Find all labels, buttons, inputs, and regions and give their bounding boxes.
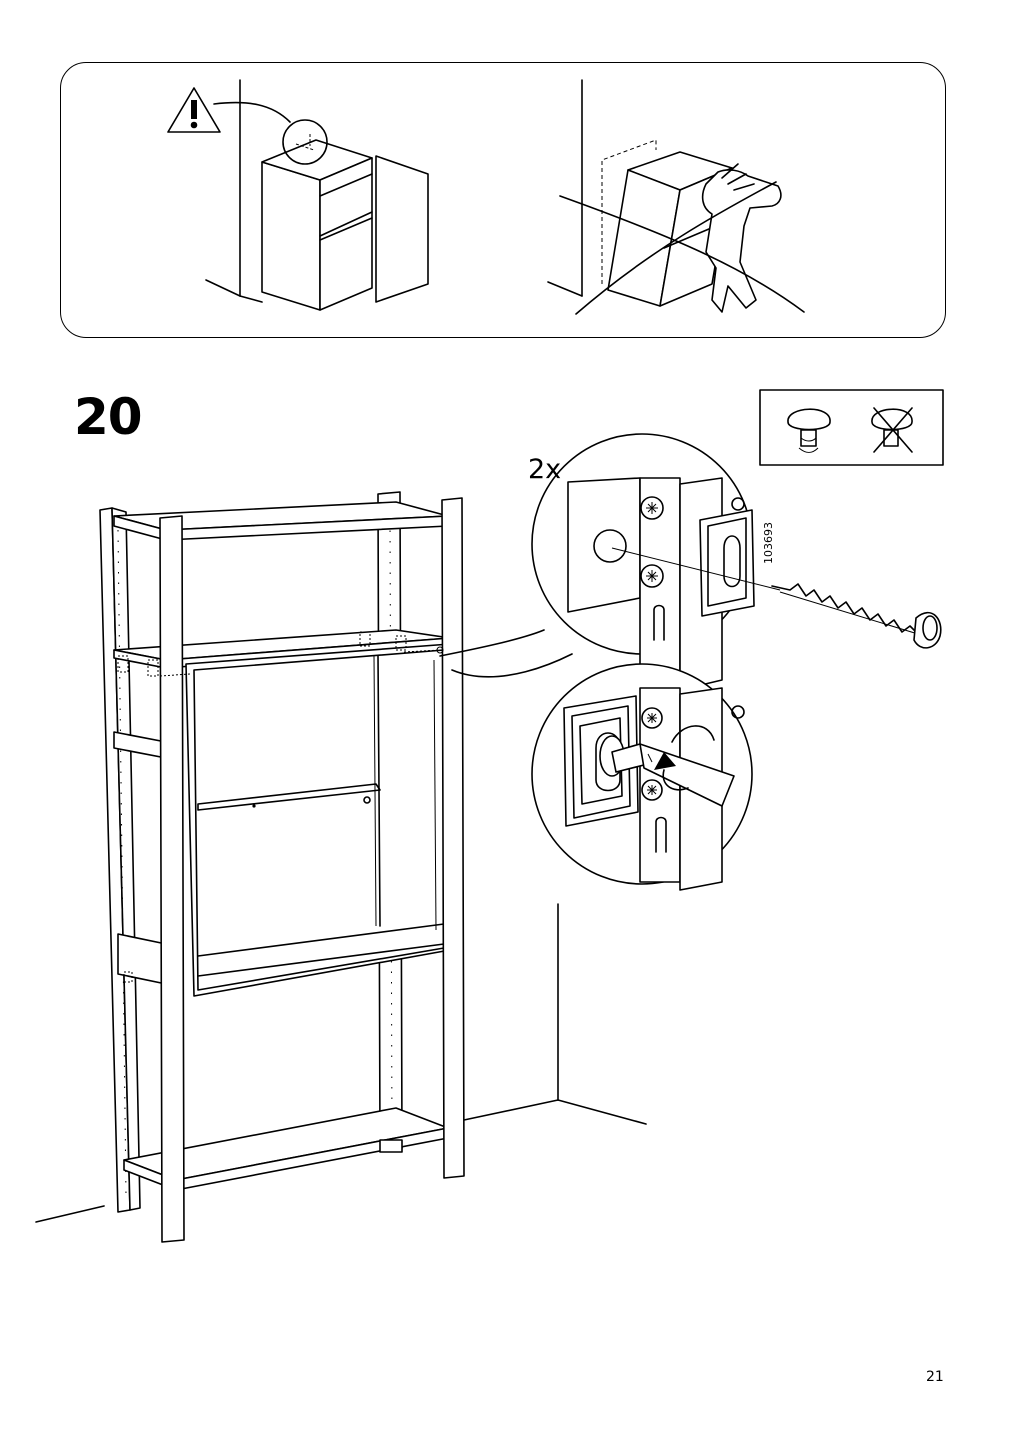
- clockwise-rotation-arrow-icon: [654, 725, 715, 791]
- page-number: 21: [926, 1369, 944, 1385]
- detail-circle-insert-screw: [531, 433, 781, 691]
- safety-warning-panel: [60, 62, 946, 338]
- step-number: 20: [74, 388, 143, 446]
- part-code: 103693: [762, 522, 775, 564]
- phillips-screw-head-icon: [640, 496, 664, 588]
- crossed-out-screwdriver-icon: [871, 407, 913, 453]
- correct-wall-fixed-cabinet-figure: [205, 79, 429, 311]
- tool-box: [759, 389, 944, 466]
- shelving-unit-figure: [35, 491, 647, 1243]
- wood-screw-icon: [771, 583, 942, 649]
- detail-circle-tighten-screw: [531, 663, 753, 891]
- warning-triangle-icon: [167, 87, 291, 133]
- incorrect-tipping-cabinet-figure: [547, 79, 805, 315]
- quantity-label: 2x: [528, 454, 562, 485]
- thumb-screw-icon: [787, 408, 831, 453]
